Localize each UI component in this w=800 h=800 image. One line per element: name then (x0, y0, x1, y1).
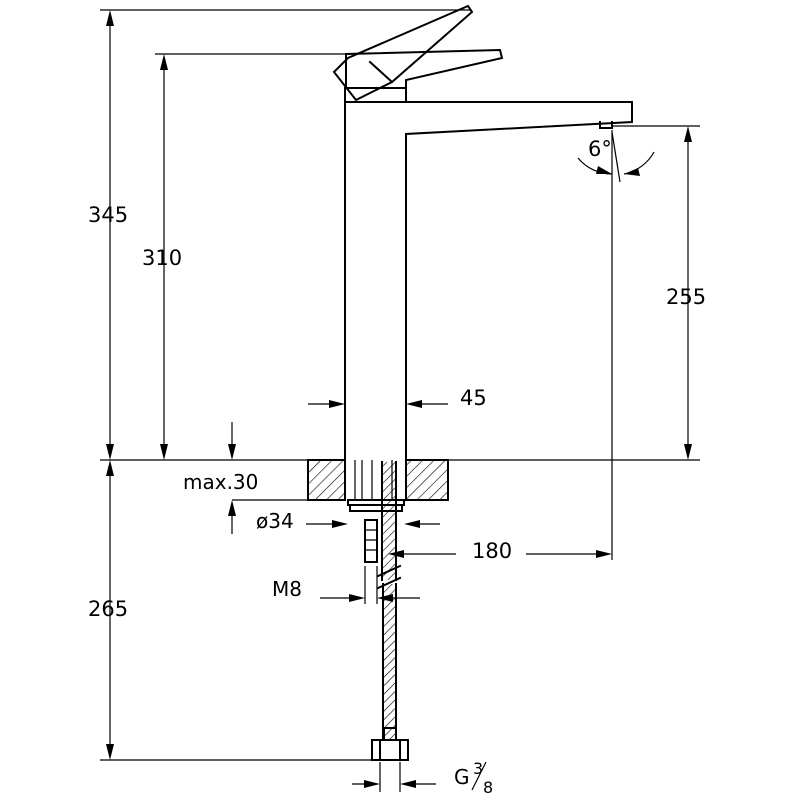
dim-body-width: 45 (308, 386, 487, 410)
extension-lines (100, 9, 700, 761)
dim-hole-diameter: ø34 (256, 509, 440, 533)
angle-label: 6° (588, 137, 612, 161)
body-height-label: 310 (142, 246, 182, 270)
connection-g-label: G (454, 765, 470, 789)
dim-below-height: 265 (88, 460, 128, 760)
dim-thread: M8 (272, 566, 420, 604)
reach-label: 180 (472, 539, 512, 563)
spout-angle: 6° (577, 131, 655, 183)
max-thickness-label: max.30 (183, 470, 258, 494)
fixing-assembly (347, 460, 405, 563)
faucet-body (344, 101, 633, 461)
dim-connection: G 3 8 (352, 759, 493, 797)
connection-den-label: 8 (483, 778, 493, 797)
thread-label: M8 (272, 577, 302, 601)
connection-num-label: 3 (473, 759, 483, 778)
dim-max-thickness: max.30 (183, 422, 308, 534)
dim-overall-height: 345 (88, 10, 128, 460)
hole-diameter-label: ø34 (256, 509, 294, 533)
overall-height-label: 345 (88, 203, 128, 227)
dim-spout-height: 255 (666, 126, 706, 460)
dim-body-height: 310 (142, 54, 182, 460)
body-width-label: 45 (460, 386, 487, 410)
dim-reach: 180 (388, 539, 612, 563)
flex-hose (371, 461, 409, 761)
below-height-label: 265 (88, 597, 128, 621)
lever-handle (332, 4, 504, 103)
countertop-section (307, 459, 449, 501)
spout-height-label: 255 (666, 285, 706, 309)
